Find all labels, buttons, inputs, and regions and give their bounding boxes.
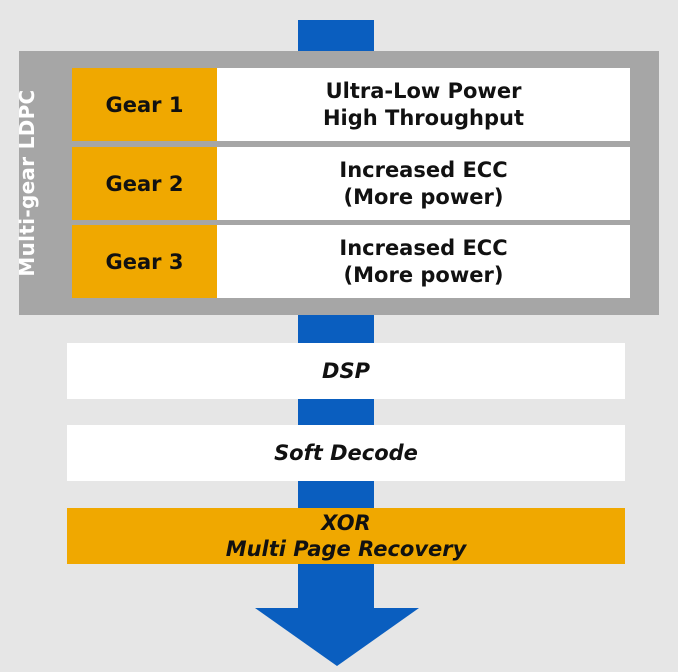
gear-2-desc-line1: Increased ECC (339, 157, 508, 182)
gear-row-3: Gear 3 Increased ECC (More power) (72, 225, 630, 298)
xor-recovery-stage: XOR Multi Page Recovery (67, 508, 625, 564)
gear-2-desc-line2: (More power) (343, 184, 504, 209)
gear-1-description: Ultra-Low Power High Throughput (217, 68, 630, 141)
gear-2-description: Increased ECC (More power) (217, 147, 630, 220)
flow-arrow-head (255, 608, 419, 666)
gear-3-label: Gear 3 (72, 225, 217, 298)
gear-1-desc-line1: Ultra-Low Power (325, 78, 522, 103)
gear-3-desc-line1: Increased ECC (339, 235, 508, 260)
dsp-stage: DSP (67, 343, 625, 399)
soft-decode-stage: Soft Decode (67, 425, 625, 481)
gear-2-label: Gear 2 (72, 147, 217, 220)
gear-row-1: Gear 1 Ultra-Low Power High Throughput (72, 68, 630, 141)
gear-3-desc-line2: (More power) (343, 262, 504, 287)
gear-1-label: Gear 1 (72, 68, 217, 141)
gear-row-2: Gear 2 Increased ECC (More power) (72, 147, 630, 220)
xor-label: XOR (321, 511, 371, 535)
gear-1-desc-line2: High Throughput (322, 105, 525, 130)
multi-page-recovery-label: Multi Page Recovery (225, 537, 467, 561)
soft-decode-label: Soft Decode (274, 441, 418, 465)
gear-3-description: Increased ECC (More power) (217, 225, 630, 298)
dsp-label: DSP (322, 359, 370, 383)
multi-gear-ldpc-label: Multi-gear LDPC (15, 89, 39, 277)
